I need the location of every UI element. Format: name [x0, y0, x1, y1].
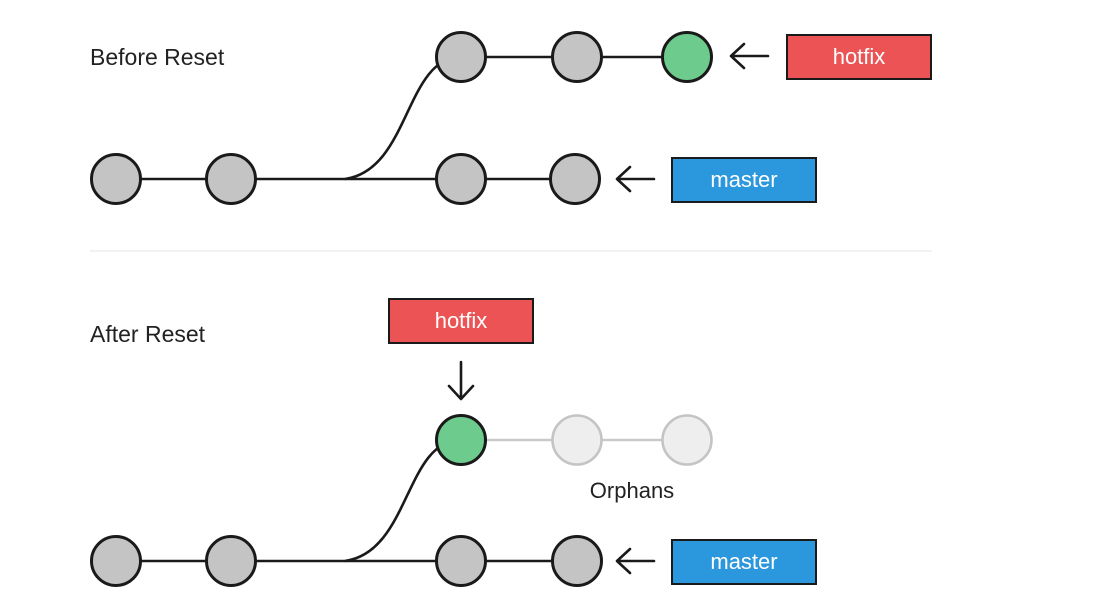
left-arrow-icon [729, 42, 770, 70]
commit-node [205, 535, 257, 587]
commit-node [90, 535, 142, 587]
master-branch-label: master [671, 539, 817, 585]
left-arrow-icon [615, 165, 656, 193]
hotfix-branch-label: hotfix [388, 298, 534, 344]
orphan-commit-node [661, 414, 713, 466]
hotfix-label-text: hotfix [833, 44, 886, 69]
hotfix-head-commit [661, 31, 713, 83]
commit-node [551, 31, 603, 83]
after-reset-section: After Reset Orphans hotfix mast [90, 298, 817, 587]
commit-node [549, 153, 601, 205]
orphan-commit-node [551, 414, 603, 466]
down-arrow-icon [447, 360, 475, 401]
commit-node [435, 153, 487, 205]
commit-node [205, 153, 257, 205]
hotfix-label-text: hotfix [435, 308, 488, 333]
after-reset-title: After Reset [90, 321, 206, 347]
before-reset-title: Before Reset [90, 44, 225, 70]
orphans-label: Orphans [590, 478, 674, 503]
commit-node [435, 31, 487, 83]
master-branch-label: master [671, 157, 817, 203]
before-reset-section: Before Reset hotfix master [90, 31, 932, 205]
commit-node [90, 153, 142, 205]
master-label-text: master [710, 167, 777, 192]
master-label-text: master [710, 549, 777, 574]
left-arrow-icon [615, 547, 656, 575]
commit-node [435, 535, 487, 587]
hotfix-head-commit [435, 414, 487, 466]
commit-node [551, 535, 603, 587]
hotfix-branch-label: hotfix [786, 34, 932, 80]
